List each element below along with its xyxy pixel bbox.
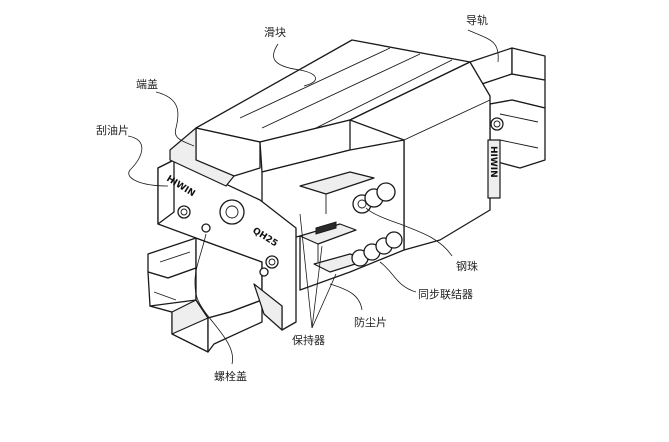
bolt-cap-left bbox=[201, 223, 211, 233]
label-steel-ball: 钢珠 bbox=[456, 259, 478, 273]
labels: 滑块 导轨 端盖 刮油片 钢珠 同步联结器 防尘片 保持器 螺栓盖 bbox=[96, 13, 488, 383]
label-scraper: 刮油片 bbox=[96, 123, 129, 137]
label-end-cap: 端盖 bbox=[136, 77, 158, 91]
leader-end-cap bbox=[155, 91, 195, 147]
label-slider: 滑块 bbox=[264, 26, 286, 39]
label-retainer: 保持器 bbox=[292, 333, 325, 347]
steel-balls-lower bbox=[351, 231, 403, 267]
leader-rail bbox=[467, 29, 499, 63]
end-cap-bolt-hole-left bbox=[177, 205, 191, 219]
leader-retainer-a bbox=[299, 213, 313, 329]
steel-balls-upper bbox=[352, 182, 396, 214]
label-bolt-cap: 螺栓盖 bbox=[214, 369, 247, 383]
side-brand-plate bbox=[487, 139, 501, 199]
end-cap-bolt-hole-right bbox=[265, 255, 279, 269]
side-brand-marking: HIWIN bbox=[488, 146, 498, 178]
leader-slider bbox=[273, 43, 316, 87]
rail-back bbox=[469, 47, 546, 169]
cutaway-interior bbox=[261, 139, 405, 291]
label-dust-seal: 防尘片 bbox=[354, 315, 387, 329]
leader-scraper bbox=[127, 135, 169, 187]
leader-steel-ball bbox=[365, 207, 453, 257]
leader-dust-seal bbox=[329, 283, 363, 311]
leader-lines bbox=[127, 29, 499, 365]
side-grease-hole bbox=[490, 117, 504, 131]
end-cap-center-hole bbox=[219, 199, 245, 225]
leader-sync-link bbox=[379, 261, 417, 293]
label-sync-link: 同步联结器 bbox=[418, 288, 473, 301]
leader-bolt-cap bbox=[194, 233, 233, 365]
bolt-cap-right bbox=[259, 267, 269, 277]
leader-retainer-c bbox=[311, 273, 337, 329]
rail-front bbox=[147, 237, 263, 353]
label-rail: 导轨 bbox=[466, 13, 488, 27]
dust-seal-strip bbox=[315, 221, 337, 235]
retainer-top bbox=[299, 171, 375, 195]
leader-retainer-b bbox=[311, 245, 323, 329]
slider-block bbox=[195, 39, 504, 251]
